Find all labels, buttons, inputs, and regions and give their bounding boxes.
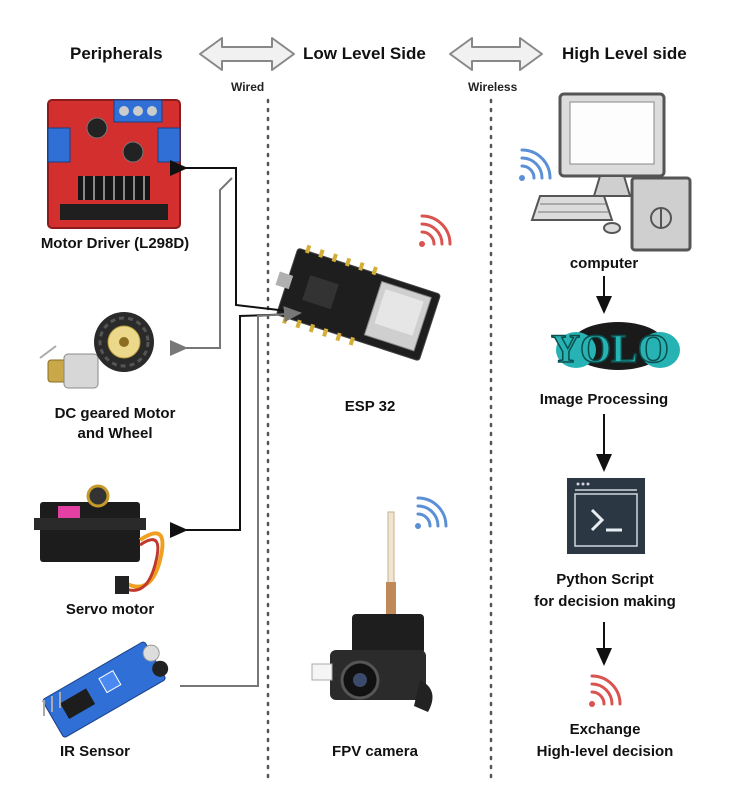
wireless-double-arrow-icon: [449, 37, 543, 71]
ir-sensor-image: [42, 641, 169, 738]
servo-motor-image: [34, 484, 165, 594]
label-fpv: FPV camera: [332, 743, 418, 760]
motor-driver-connector: [170, 160, 297, 313]
label-python-line2: for decision making: [534, 593, 676, 610]
label-motor-driver: Motor Driver (L298D): [40, 235, 190, 252]
computer-image: [530, 92, 692, 252]
label-dc-motor-line2: and Wheel: [77, 425, 153, 442]
wired-label: Wired: [231, 80, 265, 94]
wifi-icon-fpv: [415, 496, 448, 529]
wireless-label: Wireless: [468, 80, 518, 94]
wired-double-arrow-icon: [199, 37, 295, 71]
ir-sensor-connector: [180, 306, 302, 687]
terminal-icon: [567, 478, 645, 554]
wifi-icon-esp32: [419, 214, 452, 247]
wifi-icon-exchange: [589, 674, 622, 707]
label-computer: computer: [569, 255, 639, 272]
label-python-line1: Python Script: [556, 571, 654, 588]
header-high-level: High Level side: [562, 44, 687, 63]
label-esp32: ESP 32: [344, 398, 396, 415]
wired-bus: [170, 160, 302, 687]
label-servo: Servo motor: [65, 601, 155, 618]
label-ir-sensor: IR Sensor: [59, 743, 131, 760]
fpv-camera-image: [311, 511, 433, 712]
motor-driver-image: [47, 99, 181, 229]
label-exchange-line2: High-level decision: [536, 743, 674, 760]
label-dc-motor-line1: DC geared Motor: [54, 405, 176, 422]
yolo-logo-text: YOLO: [551, 326, 669, 371]
dc-motor-connector: [170, 177, 233, 356]
label-exchange-line1: Exchange: [569, 721, 641, 738]
header-low-level: Low Level Side: [303, 44, 426, 63]
dc-motor-wheel-image: [39, 312, 154, 389]
wifi-icon-computer: [519, 148, 552, 181]
esp32-board-image: [275, 244, 441, 361]
yolo-logo-image: YOLO: [550, 322, 680, 372]
label-image-processing: Image Processing: [539, 391, 669, 408]
header-peripherals: Peripherals: [70, 44, 163, 63]
